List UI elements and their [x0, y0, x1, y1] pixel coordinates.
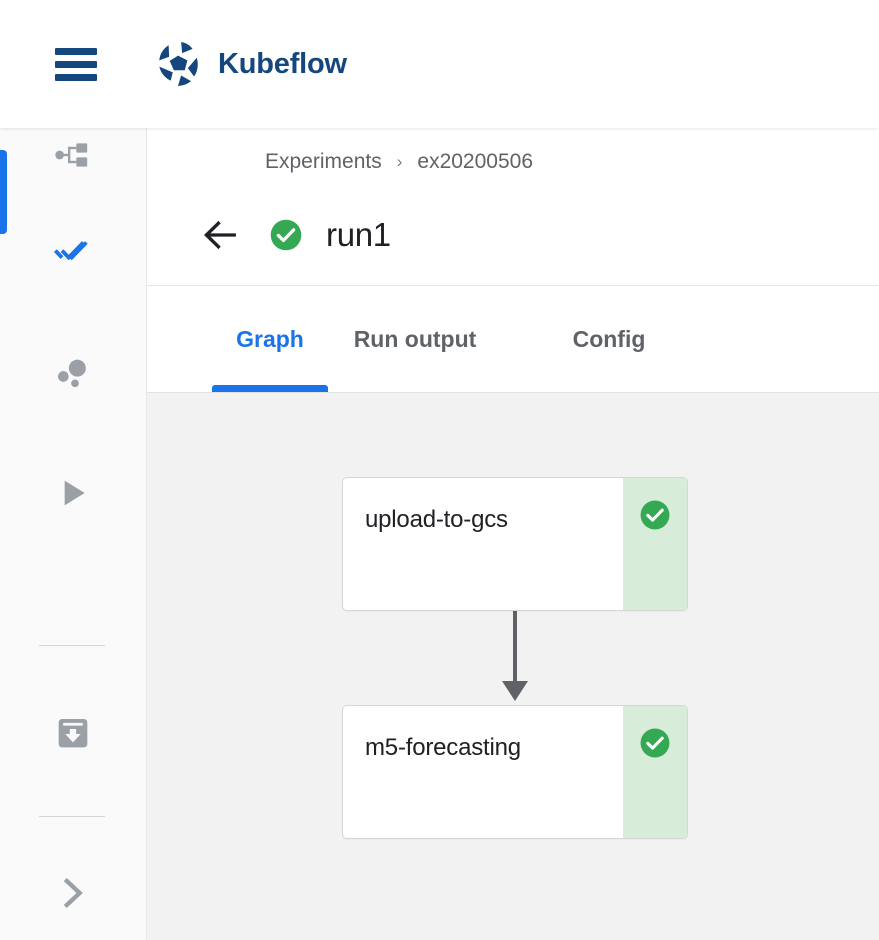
pipeline-graph-canvas[interactable]: upload-to-gcs m5-forecasting	[146, 392, 879, 940]
hamburger-bar-2	[55, 61, 97, 68]
node-body: m5-forecasting	[343, 706, 623, 838]
tab-config-label: Config	[572, 325, 646, 352]
sidebar-item-archive[interactable]	[0, 690, 146, 776]
node-status-strip	[623, 706, 687, 838]
sidebar-item-runs[interactable]	[0, 450, 146, 536]
breadcrumb: Experiments › ex20200506	[265, 150, 533, 174]
breadcrumb-separator-icon: ›	[396, 152, 403, 171]
header-divider	[146, 285, 879, 286]
top-header-bar: Kubeflow	[0, 0, 879, 128]
nav-divider-bottom	[39, 816, 105, 817]
page-title: run1	[326, 216, 391, 253]
graph-node-m5-forecasting[interactable]: m5-forecasting	[342, 705, 688, 839]
left-navigation-rail	[0, 128, 147, 940]
brand-logo-link[interactable]: Kubeflow	[152, 38, 347, 90]
pipeline-hierarchy-icon	[55, 143, 88, 167]
main-content-area: Experiments › ex20200506 run1 Graph	[146, 128, 879, 940]
hamburger-bar-3	[55, 74, 97, 81]
archive-download-icon	[58, 719, 88, 748]
node-status-strip	[623, 478, 687, 610]
brand-name: Kubeflow	[218, 47, 347, 80]
graph-node-upload-to-gcs[interactable]: upload-to-gcs	[342, 477, 688, 611]
graph-edge-upload-to-m5	[502, 611, 528, 701]
hamburger-menu-icon[interactable]	[55, 48, 97, 81]
node-status-check-icon	[640, 728, 670, 758]
double-check-icon	[53, 241, 88, 261]
tab-graph[interactable]: Graph	[212, 286, 328, 392]
tab-bar: Graph Run output Config	[146, 286, 879, 392]
node-status-check-icon	[640, 500, 670, 530]
tab-config[interactable]: Config	[546, 286, 672, 392]
tab-run-output[interactable]: Run output	[314, 286, 516, 392]
breadcrumb-current[interactable]: ex20200506	[417, 150, 534, 173]
bubble-chart-icon	[58, 359, 86, 388]
play-triangle-icon	[64, 480, 85, 506]
node-label: m5-forecasting	[365, 734, 521, 761]
run-status-badge	[270, 219, 302, 251]
breadcrumb-parent-link[interactable]: Experiments	[265, 150, 382, 173]
sidebar-item-experiments[interactable]	[0, 208, 146, 294]
tab-active-underline	[212, 385, 328, 392]
kubeflow-logo-icon	[159, 42, 198, 86]
hamburger-bar-1	[55, 48, 97, 55]
sidebar-item-pipelines[interactable]	[0, 112, 146, 198]
back-arrow-icon[interactable]	[201, 216, 239, 254]
active-nav-indicator	[0, 150, 7, 234]
tab-graph-label: Graph	[236, 325, 304, 352]
sidebar-item-expand[interactable]	[0, 850, 146, 936]
tab-run-output-label: Run output	[353, 325, 477, 352]
run-header: run1	[201, 216, 391, 254]
node-label: upload-to-gcs	[365, 506, 508, 533]
chevron-right-icon	[63, 877, 83, 909]
node-body: upload-to-gcs	[343, 478, 623, 610]
sidebar-item-artifacts[interactable]	[0, 330, 146, 416]
nav-divider-top	[39, 645, 105, 646]
